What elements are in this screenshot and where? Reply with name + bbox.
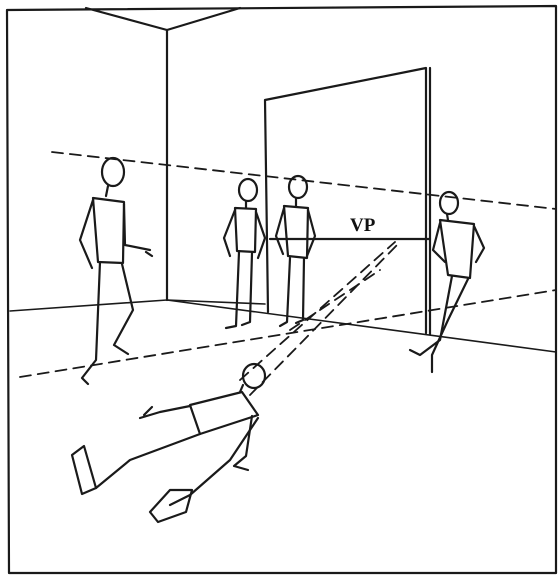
vanishing-point-label: VP [350,215,376,236]
figure-standing-center [276,176,315,326]
doorway [265,68,430,334]
figure-standing-left [80,158,152,384]
picture-frame [7,6,556,573]
figure-reclining-foreground [72,364,265,522]
figure-standing-center-left [224,179,265,328]
room-walls [10,8,556,352]
figure-standing-right [410,192,484,372]
